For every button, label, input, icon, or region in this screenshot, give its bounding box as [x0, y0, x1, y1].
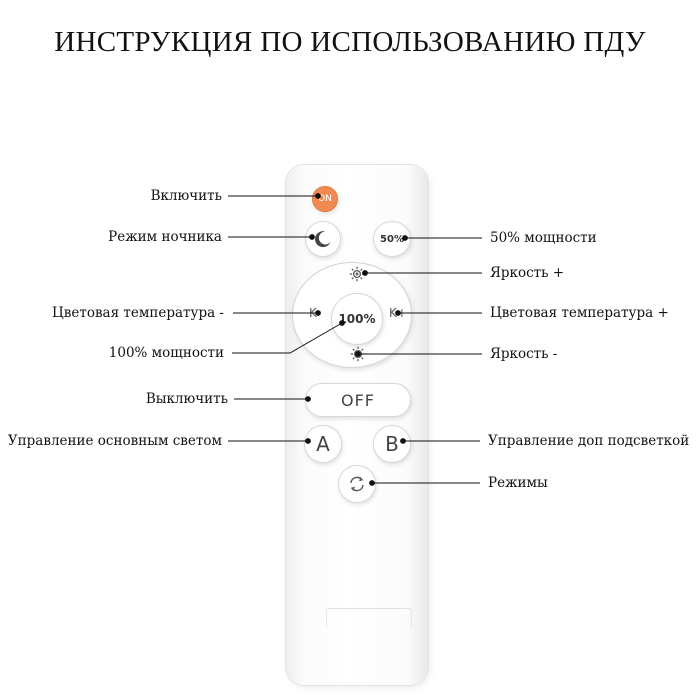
page-title: ИНСТРУКЦИЯ ПО ИСПОЛЬЗОВАНИЮ ПДУ [54, 26, 646, 58]
label-off: Выключить [145, 391, 228, 407]
label-on: Включить [150, 188, 222, 204]
off-button[interactable]: OFF [305, 383, 411, 417]
label-brightness-minus: Яркость - [490, 346, 558, 362]
sun-plus-icon[interactable] [349, 266, 365, 282]
moon-icon [315, 231, 331, 248]
sun-minus-icon[interactable] [350, 346, 366, 362]
night-mode-button[interactable] [305, 221, 341, 257]
main-light-a-button[interactable]: A [304, 425, 342, 463]
label-main-light: Управление основным светом [7, 433, 222, 449]
k-plus-button[interactable]: K+ [389, 306, 407, 320]
power-100-button[interactable]: 100% [331, 293, 383, 345]
k-minus-button[interactable]: K- [309, 306, 320, 320]
label-color-temp-minus: Цветовая температура - [51, 305, 224, 321]
on-button[interactable]: ON [312, 186, 338, 212]
power-50-button[interactable]: 50% [373, 221, 411, 257]
label-power-100: 100% мощности [108, 345, 224, 361]
label-night-mode: Режим ночника [108, 229, 222, 245]
extra-light-b-button[interactable]: B [373, 425, 411, 463]
label-color-temp-plus: Цветовая температура + [490, 305, 669, 321]
label-power-50: 50% мощности [490, 230, 597, 246]
label-brightness-plus: Яркость + [490, 265, 565, 281]
modes-button[interactable] [338, 465, 376, 503]
label-extra-light: Управление доп подсветкой [488, 433, 690, 449]
battery-cover-notch [326, 608, 412, 627]
cycle-arrows-icon [350, 476, 364, 492]
label-modes: Режимы [488, 475, 548, 491]
